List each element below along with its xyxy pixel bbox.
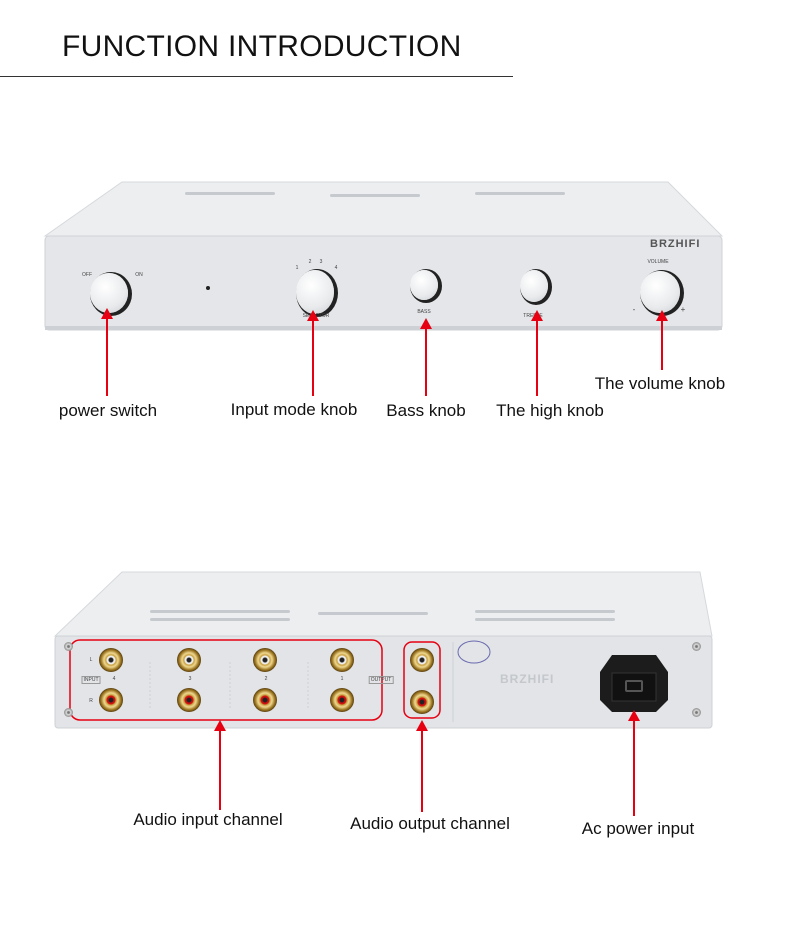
rca-input-2-right[interactable] xyxy=(253,688,277,712)
input-mode-knob[interactable] xyxy=(296,270,334,314)
arrow-icon xyxy=(214,720,226,810)
arrow-icon xyxy=(420,318,432,396)
power-switch-knob[interactable] xyxy=(90,273,128,313)
volume-label: VOLUME xyxy=(647,259,669,265)
arrow-icon xyxy=(416,720,428,812)
input-highlight-box xyxy=(69,639,383,721)
label-high-knob: The high knob xyxy=(496,401,604,420)
label-audio-input: Audio input channel xyxy=(133,810,283,829)
rca-input-4-left[interactable] xyxy=(99,648,123,672)
title-underline xyxy=(0,76,513,77)
rca-input-1-right[interactable] xyxy=(330,688,354,712)
arrow-icon xyxy=(628,710,640,816)
label-audio-output: Audio output channel xyxy=(350,814,510,833)
volume-knob[interactable] xyxy=(640,271,680,313)
minus-label: - xyxy=(632,305,636,314)
left-label: L xyxy=(89,657,93,663)
rca-input-3-left[interactable] xyxy=(177,648,201,672)
channel-num: 4 xyxy=(112,676,116,682)
rca-input-2-left[interactable] xyxy=(253,648,277,672)
bass-label: BASS xyxy=(417,309,431,315)
label-bass-knob: Bass knob xyxy=(386,401,466,420)
input-label: INPUT xyxy=(81,676,101,684)
rca-input-1-left[interactable] xyxy=(330,648,354,672)
selector-num: 4 xyxy=(334,265,338,271)
rear-brand-logo: BRZHIFI xyxy=(500,672,555,686)
channel-num: 3 xyxy=(188,676,192,682)
selector-num: 3 xyxy=(319,259,323,265)
rca-output-right[interactable] xyxy=(410,690,434,714)
label-input-mode-knob: Input mode knob xyxy=(230,400,358,419)
label-volume-knob: The volume knob xyxy=(594,374,726,393)
rca-input-3-right[interactable] xyxy=(177,688,201,712)
output-label: OUTPUT xyxy=(368,676,394,684)
page-title: FUNCTION INTRODUCTION xyxy=(62,30,462,63)
power-led xyxy=(206,286,210,290)
channel-num: 1 xyxy=(340,676,344,682)
treble-knob[interactable] xyxy=(520,270,548,302)
arrow-icon xyxy=(656,310,668,370)
label-ac-power: Ac power input xyxy=(581,819,695,838)
channel-num: 2 xyxy=(264,676,268,682)
arrow-icon xyxy=(307,310,319,396)
selector-num: 2 xyxy=(308,259,312,265)
iec-power-socket[interactable] xyxy=(625,680,643,692)
arrow-icon xyxy=(531,310,543,396)
arrow-icon xyxy=(101,308,113,396)
off-label: OFF xyxy=(82,272,92,278)
plus-label: + xyxy=(680,305,686,314)
selector-num: 1 xyxy=(295,265,299,271)
rca-input-4-right[interactable] xyxy=(99,688,123,712)
brand-logo: BRZHIFI xyxy=(650,238,701,250)
rca-output-left[interactable] xyxy=(410,648,434,672)
output-highlight-box xyxy=(403,641,441,719)
label-power-switch: power switch xyxy=(58,401,158,420)
bass-knob[interactable] xyxy=(410,270,438,300)
on-label: ON xyxy=(135,272,143,278)
right-label: R xyxy=(89,698,93,704)
